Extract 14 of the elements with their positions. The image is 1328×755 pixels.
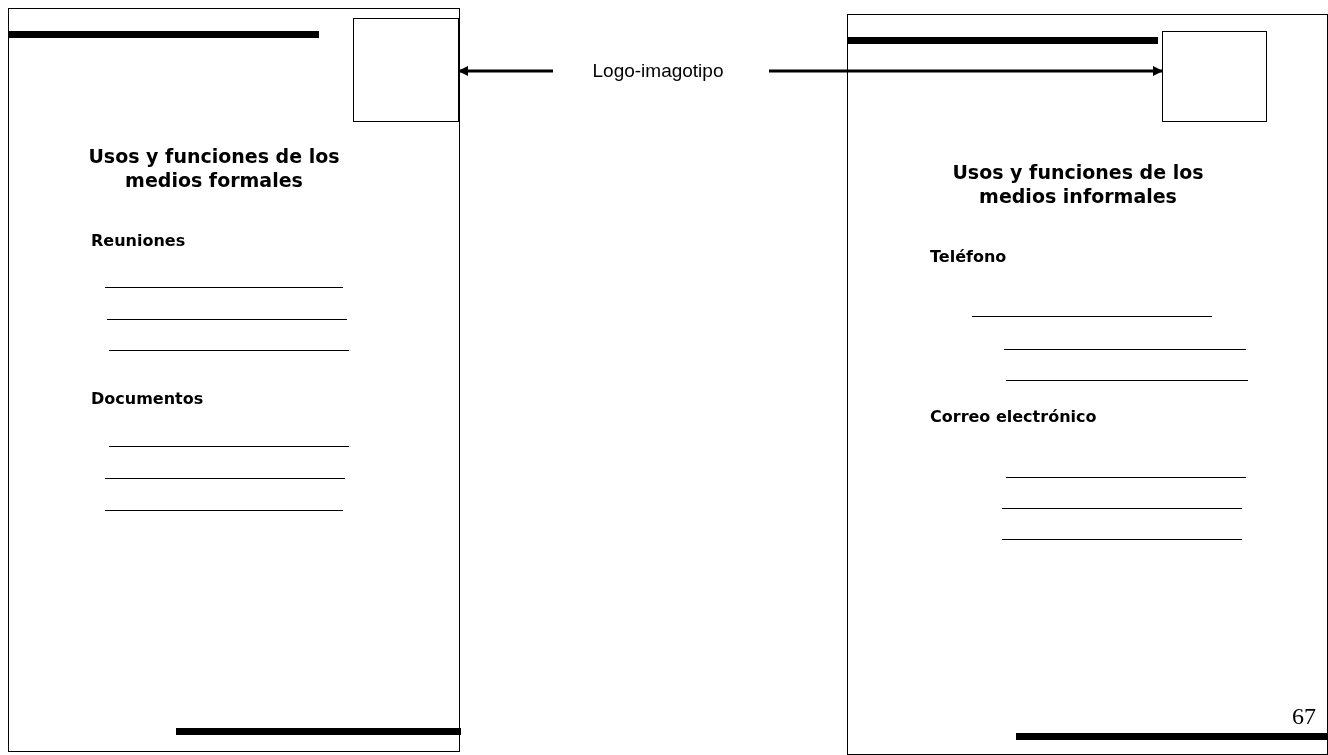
arrow: [769, 66, 1163, 76]
empty-square-frame: [1162, 31, 1267, 122]
page-heading: Usos y funciones de los medios informales: [951, 160, 1205, 208]
section-heading: Reuniones: [91, 231, 187, 250]
section-heading: Teléfono: [930, 247, 1008, 266]
empty-square-frame: [353, 18, 459, 122]
page-heading: Usos y funciones de los medios formales: [87, 144, 341, 192]
page-mockup: [8, 8, 460, 752]
section-heading: Documentos: [91, 389, 205, 408]
page-number: 67: [1292, 703, 1316, 729]
section-heading: Correo electrónico: [930, 407, 1098, 426]
callout-label: Logo-imagotipo: [553, 56, 763, 86]
page-mockup: [847, 14, 1328, 755]
arrow: [458, 66, 553, 76]
